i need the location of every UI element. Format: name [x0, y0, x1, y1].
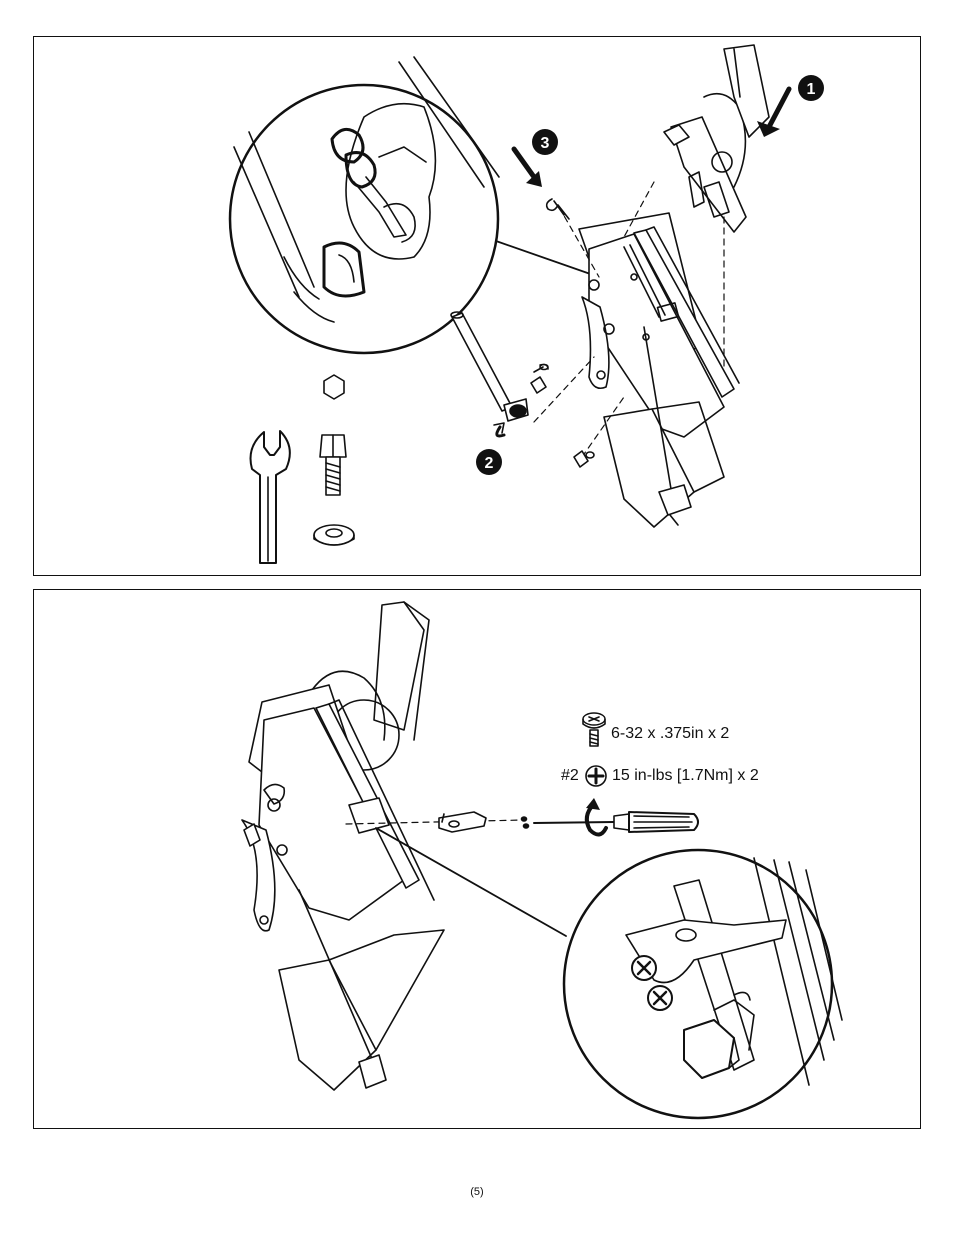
zoom-detail-bracket [564, 850, 842, 1118]
cotter-pin [547, 199, 569, 219]
phillips-bit-icon [586, 766, 606, 786]
wrench-icon [251, 431, 290, 563]
step-2-number: 2 [485, 455, 494, 472]
panel-2-illustration [34, 590, 922, 1130]
page-number: (5) [0, 1186, 954, 1198]
screwdriver-icon [534, 798, 698, 835]
step-panel-2: 6-32 x .375in x 2 #2 15 in-lbs [1.7Nm] x… [33, 589, 921, 1129]
step-3-badge: 3 [532, 129, 558, 155]
step-1-number: 1 [807, 81, 816, 98]
damper-assembly [579, 213, 739, 527]
zoom-detail-clevis-pin [230, 57, 499, 353]
zoom-leader-line [496, 241, 599, 277]
driver-bit-label: #2 [561, 767, 579, 785]
step-3-arrow [514, 149, 542, 187]
hex-nut-icon [324, 375, 344, 399]
step-1-badge: 1 [798, 75, 824, 101]
screw-pair [522, 817, 529, 828]
step-2-badge: 2 [476, 449, 502, 475]
step-3-number: 3 [541, 135, 550, 152]
torque-spec-label: 15 in-lbs [1.7Nm] x 2 [612, 767, 759, 785]
step-2-shaft-tool [451, 312, 594, 467]
damper-assembly-installed [242, 602, 444, 1090]
mounting-bracket [439, 812, 486, 832]
pan-head-screw-icon [583, 713, 605, 746]
step-panel-1: 1 2 3 [33, 36, 921, 576]
screw-spec-label: 6-32 x .375in x 2 [611, 725, 729, 743]
actuator-handle [664, 45, 769, 232]
hex-bolt-icon [320, 435, 346, 495]
washer-icon [314, 525, 354, 545]
panel-1-illustration: 1 2 3 [34, 37, 922, 577]
